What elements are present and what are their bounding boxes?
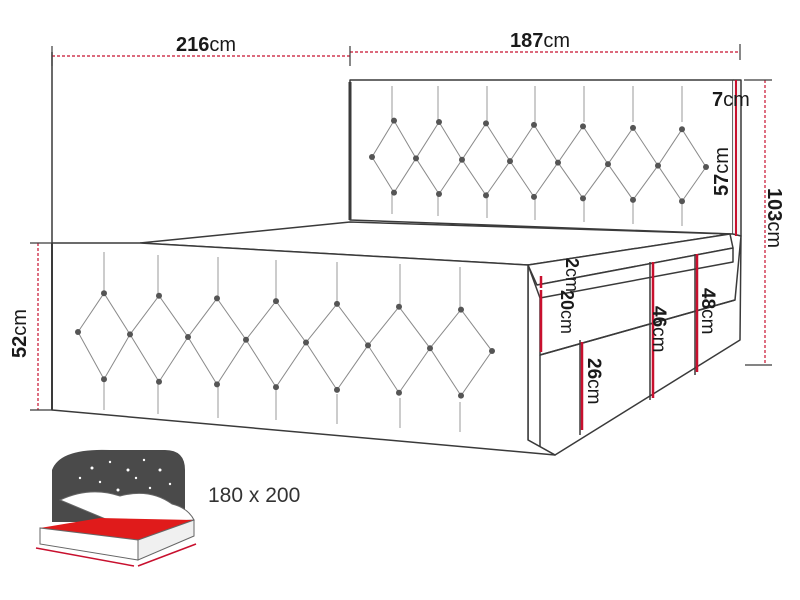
dim-label-48: 48cm: [697, 288, 718, 334]
dim-label-216: 216cm: [176, 34, 236, 56]
tufting-button: [185, 334, 191, 341]
dim-label-52: 52cm: [9, 309, 31, 358]
tufting-button: [365, 342, 371, 349]
tufting-button: [273, 298, 279, 305]
tufting-button: [580, 195, 586, 202]
tufting-button: [214, 381, 220, 388]
bed-thumbnail-icon: [35, 449, 197, 567]
tufting-button: [334, 386, 340, 393]
tufting-button: [156, 292, 162, 299]
tufting-button: [459, 156, 465, 163]
tufting-button: [483, 120, 489, 127]
dim-label-2: 2cm: [562, 258, 582, 292]
tufting-button: [483, 192, 489, 199]
tufting-button: [101, 376, 107, 383]
tufting-button: [679, 126, 685, 133]
tufting-button: [580, 123, 586, 130]
tufting-button: [531, 193, 537, 200]
dim-label-187: 187cm: [510, 30, 570, 52]
tufting-button: [369, 154, 375, 160]
tufting-button: [436, 191, 442, 198]
tufting-button: [458, 306, 464, 313]
tufting-button: [458, 392, 464, 399]
tufting-button: [703, 164, 709, 171]
tufting-button: [214, 295, 220, 302]
tufting-button: [243, 336, 249, 343]
dim-label-26: 26cm: [583, 358, 604, 404]
tufting-button: [489, 348, 495, 355]
dim-label-46: 46cm: [648, 306, 669, 352]
headboard-tufting: [369, 117, 709, 205]
tufting-button: [630, 196, 636, 203]
dim-label-103: 103cm: [763, 188, 785, 248]
tufting-button: [101, 290, 107, 297]
dimension-lines: [30, 44, 772, 430]
tufting-button: [391, 189, 397, 196]
headboard-stitching: [391, 86, 683, 226]
headboard: [349, 79, 734, 235]
tufting-button: [273, 384, 279, 391]
dim-label-7: 7cm: [712, 89, 750, 111]
tufting-button: [531, 121, 537, 128]
tufting-button: [507, 158, 513, 165]
footboard-tufting: [75, 290, 495, 399]
tufting-button: [396, 303, 402, 310]
sleeping-area-label: 180 x 200: [208, 484, 300, 507]
tufting-button: [391, 117, 397, 124]
tufting-button: [630, 124, 636, 131]
tufting-button: [75, 329, 81, 335]
footboard-stitching: [103, 252, 461, 432]
tufting-button: [334, 300, 340, 307]
tufting-button: [655, 162, 661, 169]
dim-label-57: 57cm: [711, 147, 733, 196]
tufting-button: [605, 161, 611, 168]
tufting-button: [413, 155, 419, 162]
tufting-button: [427, 345, 433, 352]
tufting-button: [555, 159, 561, 166]
footboard: [51, 242, 556, 456]
tufting-button: [679, 198, 685, 205]
tufting-button: [127, 331, 133, 338]
tufting-button: [303, 339, 309, 346]
bed-drawing: [51, 52, 742, 456]
tufting-button: [436, 119, 442, 126]
tufting-button: [156, 378, 162, 385]
tufting-button: [396, 389, 402, 396]
dim-label-20: 20cm: [557, 290, 577, 334]
